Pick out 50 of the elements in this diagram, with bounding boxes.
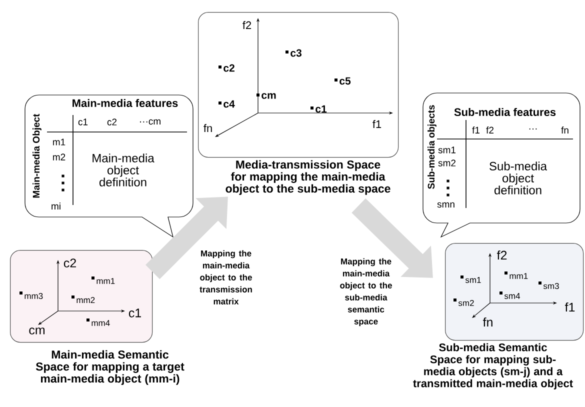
axis-label: fn	[482, 317, 492, 327]
block-arrow	[352, 198, 433, 278]
row-label: smn	[437, 202, 454, 208]
table-body-text: Sub-media object definition	[490, 162, 547, 194]
row-axis-title: Main-media Object	[32, 114, 42, 198]
panel-heading: Sub-media Semantic Space for mapping sub-media objects (sm-j) and a transmitted main-media object	[413, 343, 573, 390]
row-axis-title: Sub-media objects	[428, 105, 436, 189]
table-heading: Main-media features	[72, 98, 178, 108]
block-arrow	[146, 196, 228, 280]
column-label: c1	[78, 118, 88, 126]
row-label: m1	[53, 138, 66, 146]
data-point: mm4	[86, 318, 110, 326]
data-point: mm1	[92, 276, 115, 284]
data-point: c3	[286, 49, 302, 57]
data-point: sm4	[500, 292, 520, 299]
data-point: c1	[310, 105, 327, 113]
column-label: f2	[486, 126, 494, 134]
axis-label: f1	[564, 302, 575, 312]
data-point: c5	[334, 77, 351, 85]
data-point: c4	[218, 100, 235, 108]
row-label: mi	[52, 202, 60, 210]
axis-label: c2	[64, 258, 76, 268]
column-label: fn	[561, 126, 568, 134]
data-point: mm1	[504, 272, 528, 279]
axis-label: c1	[128, 308, 141, 318]
edge-label: Mapping the main-media object to the sub-media semantic space	[340, 258, 392, 326]
data-point: mm2	[72, 296, 95, 303]
data-point: sm1	[460, 276, 481, 283]
table-body-text: Main-media object definition	[92, 154, 154, 186]
axis-label: f1	[372, 120, 382, 128]
row-label: sm2	[438, 160, 456, 166]
table-heading: Sub-media features	[454, 108, 556, 116]
column-label: c2	[107, 118, 117, 126]
panel-heading: Main-media Semantic Space for mapping a target main-media object (mm-i)	[36, 350, 184, 385]
data-point: mm3	[20, 292, 43, 299]
axis-label: f2	[242, 21, 252, 29]
row-label: m2	[53, 154, 66, 160]
column-label: f1	[472, 126, 480, 134]
row-label: sm1	[438, 146, 456, 154]
column-label: ···cm	[140, 119, 160, 125]
data-point: cm	[256, 93, 276, 99]
data-point: sm2	[454, 298, 474, 306]
data-point: sm3	[538, 282, 559, 289]
axis-label: cm	[29, 328, 44, 334]
edge-label: Mapping the main-media object to the transmission matrix	[200, 250, 252, 304]
column-label: ···	[529, 128, 537, 130]
axis-label: f2	[496, 250, 507, 260]
data-point: c2	[218, 64, 234, 72]
panel-heading: Media-transmission Space for mapping the main-media object to the sub-media space	[226, 160, 390, 195]
axis-label: fn	[204, 124, 212, 132]
